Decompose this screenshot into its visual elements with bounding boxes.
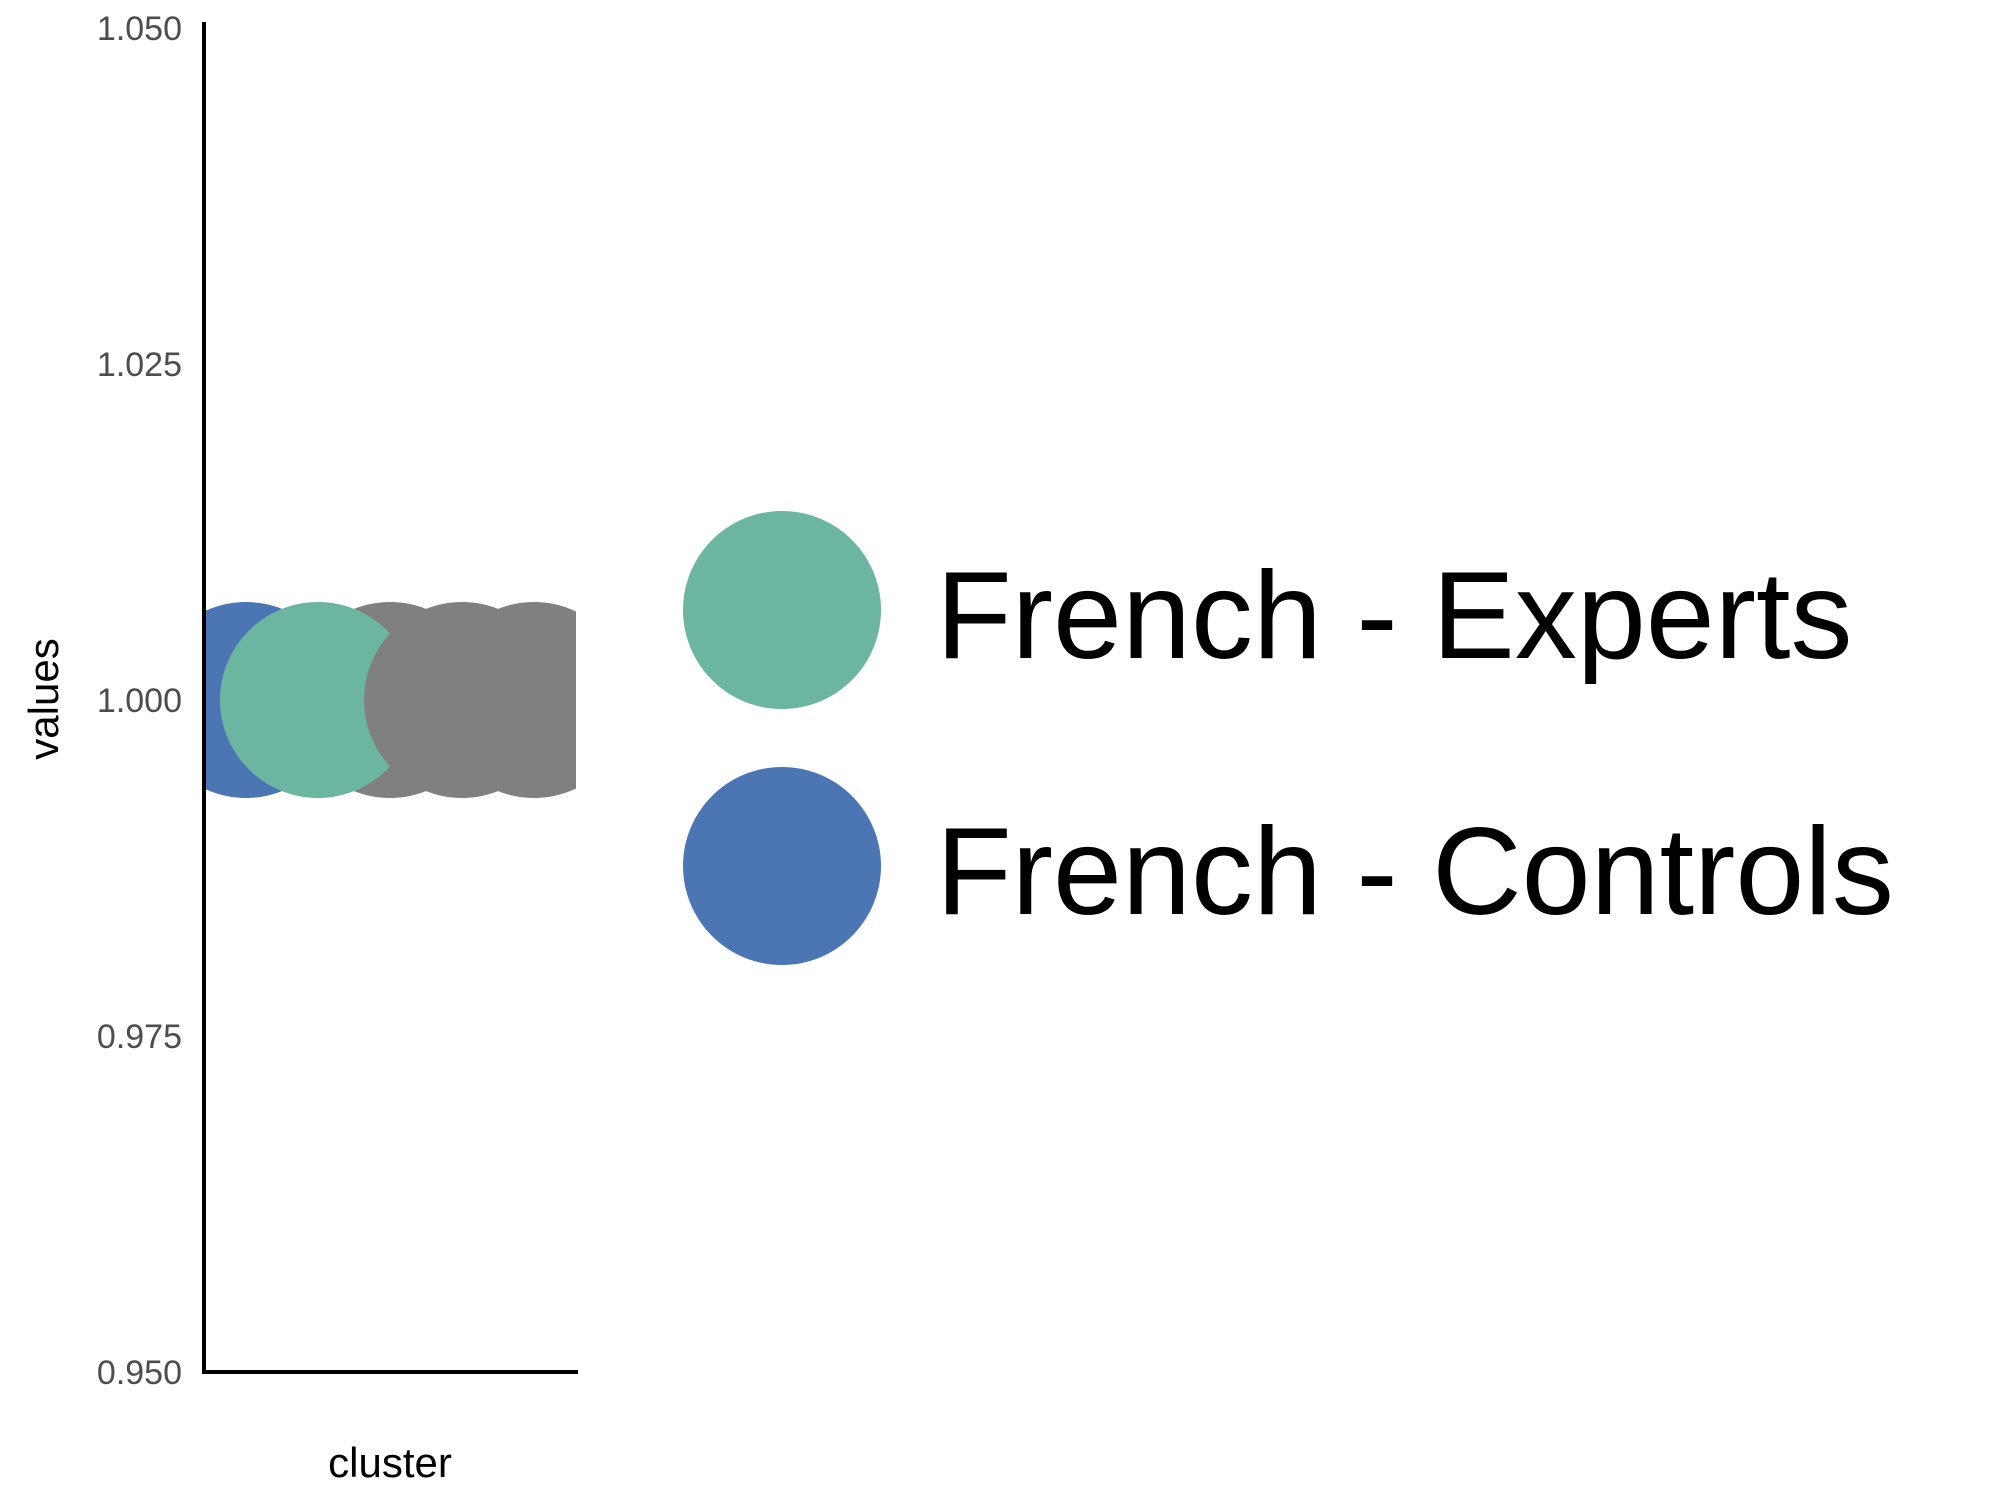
y-tick-label: 1.000 bbox=[97, 682, 182, 720]
y-tick-label: 0.950 bbox=[97, 1354, 182, 1392]
y-tick-labels: 0.950 0.975 1.000 1.025 1.050 bbox=[97, 10, 182, 1392]
y-tick-label: 1.025 bbox=[97, 346, 182, 384]
legend-key bbox=[683, 511, 881, 709]
data-point bbox=[436, 602, 576, 798]
legend-label: French - Controls bbox=[936, 803, 1894, 941]
data-point bbox=[220, 602, 416, 798]
y-tick-label: 0.975 bbox=[97, 1018, 182, 1056]
x-axis-title: cluster bbox=[328, 1439, 452, 1486]
y-axis-title: values bbox=[20, 638, 67, 759]
y-tick-label: 1.050 bbox=[97, 10, 182, 48]
legend-label: French - Experts bbox=[936, 547, 1853, 685]
legend-key bbox=[683, 767, 881, 965]
data-points bbox=[204, 602, 576, 798]
